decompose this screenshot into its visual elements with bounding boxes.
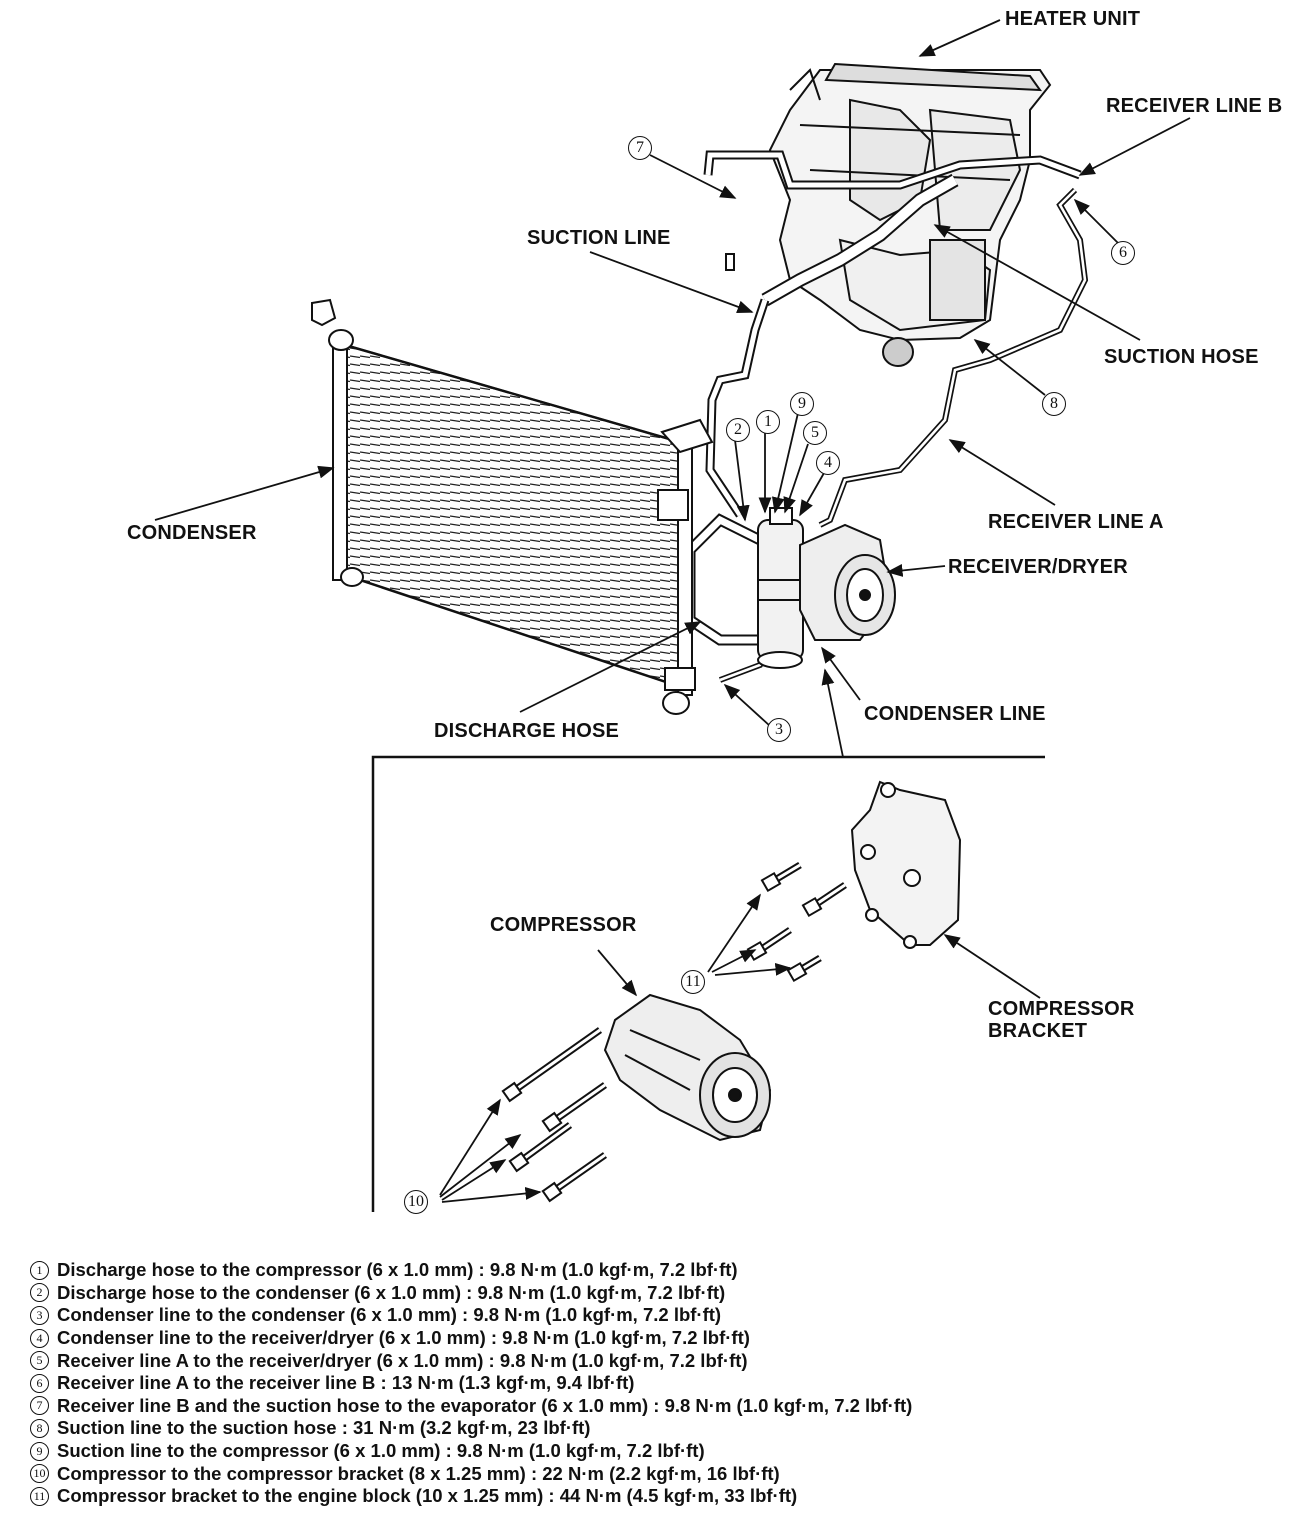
torque-spec-number: 1 <box>30 1260 49 1280</box>
torque-spec-number: 3 <box>30 1305 49 1325</box>
compressor-inset-drawing <box>603 993 772 1142</box>
torque-spec-number: 7 <box>30 1396 49 1416</box>
callout-7: 7 <box>628 136 652 160</box>
compressor-bracket-drawing <box>850 780 962 949</box>
torque-spec-number: 11 <box>30 1486 49 1506</box>
torque-spec-text: Receiver line A to the receiver/dryer (6… <box>57 1349 748 1371</box>
torque-spec-number: 5 <box>30 1351 49 1371</box>
torque-spec-text: Condenser line to the condenser (6 x 1.0… <box>57 1304 722 1326</box>
label-receiver-line-a: RECEIVER LINE A <box>988 511 1164 533</box>
torque-spec-number: 6 <box>30 1373 49 1393</box>
torque-spec-text: Receiver line B and the suction hose to … <box>57 1394 913 1416</box>
torque-spec-list: 1 Discharge hose to the compressor (6 x 1… <box>30 1259 1290 1508</box>
hose-lines <box>684 150 1089 683</box>
callout-10: 10 <box>404 1190 428 1214</box>
label-condenser-line: CONDENSER LINE <box>864 703 1046 725</box>
torque-spec-item: 9 Suction line to the compressor (6 x 1.0… <box>30 1440 1290 1463</box>
condenser-drawing <box>311 253 735 715</box>
torque-spec-item: 7 Receiver line B and the suction hose to… <box>30 1395 1290 1418</box>
torque-spec-item: 1 Discharge hose to the compressor (6 x 1… <box>30 1259 1290 1282</box>
callout-2: 2 <box>726 418 750 442</box>
leader-lines <box>154 19 1191 1203</box>
inset-frame <box>371 755 1045 1212</box>
callout-11: 11 <box>681 970 705 994</box>
torque-spec-number: 9 <box>30 1441 49 1461</box>
torque-spec-number: 2 <box>30 1283 49 1303</box>
torque-spec-text: Discharge hose to the compressor (6 x 1.… <box>57 1259 738 1281</box>
callout-8: 8 <box>1042 392 1066 416</box>
torque-spec-item: 2 Discharge hose to the condenser (6 x 1.… <box>30 1282 1290 1305</box>
torque-spec-text: Compressor to the compressor bracket (8 … <box>57 1462 780 1484</box>
label-compressor-bracket-line2: BRACKET <box>988 1020 1088 1042</box>
torque-spec-item: 4 Condenser line to the receiver/dryer (6… <box>30 1327 1290 1350</box>
label-condenser: CONDENSER <box>127 522 257 544</box>
label-compressor-bracket-line1: COMPRESSOR <box>988 998 1135 1020</box>
heater-unit-drawing <box>768 62 1052 367</box>
torque-spec-item: 3 Condenser line to the condenser (6 x 1.… <box>30 1304 1290 1327</box>
compressor-top-drawing <box>799 523 896 641</box>
label-receiver-dryer: RECEIVER/DRYER <box>948 556 1128 578</box>
torque-spec-text: Receiver line A to the receiver line B :… <box>57 1372 635 1394</box>
torque-spec-item: 5 Receiver line A to the receiver/dryer (… <box>30 1349 1290 1372</box>
torque-spec-item: 8 Suction line to the suction hose : 31 N… <box>30 1417 1290 1440</box>
callout-4: 4 <box>816 451 840 475</box>
ac-system-diagram: HEATER UNIT RECEIVER LINE B SUCTION LINE… <box>127 8 1283 1214</box>
bolts-compressor <box>501 1027 608 1203</box>
torque-spec-text: Compressor bracket to the engine block (… <box>57 1485 798 1507</box>
torque-spec-number: 8 <box>30 1418 49 1438</box>
torque-spec-item: 11 Compressor bracket to the engine block… <box>30 1485 1290 1508</box>
diagram-artwork <box>154 19 1191 1212</box>
label-suction-hose: SUCTION HOSE <box>1104 346 1259 368</box>
torque-spec-text: Condenser line to the receiver/dryer (6 … <box>57 1327 750 1349</box>
torque-spec-text: Discharge hose to the condenser (6 x 1.0… <box>57 1281 726 1303</box>
label-receiver-line-b: RECEIVER LINE B <box>1106 95 1283 117</box>
torque-spec-number: 4 <box>30 1328 49 1348</box>
torque-spec-text: Suction line to the compressor (6 x 1.0 … <box>57 1440 705 1462</box>
label-compressor: COMPRESSOR <box>490 914 637 936</box>
callout-5: 5 <box>803 421 827 445</box>
bolts-bracket <box>746 861 847 983</box>
callout-1: 1 <box>756 410 780 434</box>
receiver-dryer-drawing <box>757 507 804 669</box>
callout-6: 6 <box>1111 241 1135 265</box>
label-discharge-hose: DISCHARGE HOSE <box>434 720 620 742</box>
callout-9: 9 <box>790 392 814 416</box>
torque-spec-text: Suction line to the suction hose : 31 N·… <box>57 1417 591 1439</box>
torque-spec-item: 10 Compressor to the compressor bracket (… <box>30 1462 1290 1485</box>
label-heater-unit: HEATER UNIT <box>1005 8 1141 30</box>
label-suction-line: SUCTION LINE <box>527 227 671 249</box>
torque-spec-number: 10 <box>30 1464 49 1484</box>
torque-spec-item: 6 Receiver line A to the receiver line B … <box>30 1372 1290 1395</box>
callout-3: 3 <box>767 718 791 742</box>
